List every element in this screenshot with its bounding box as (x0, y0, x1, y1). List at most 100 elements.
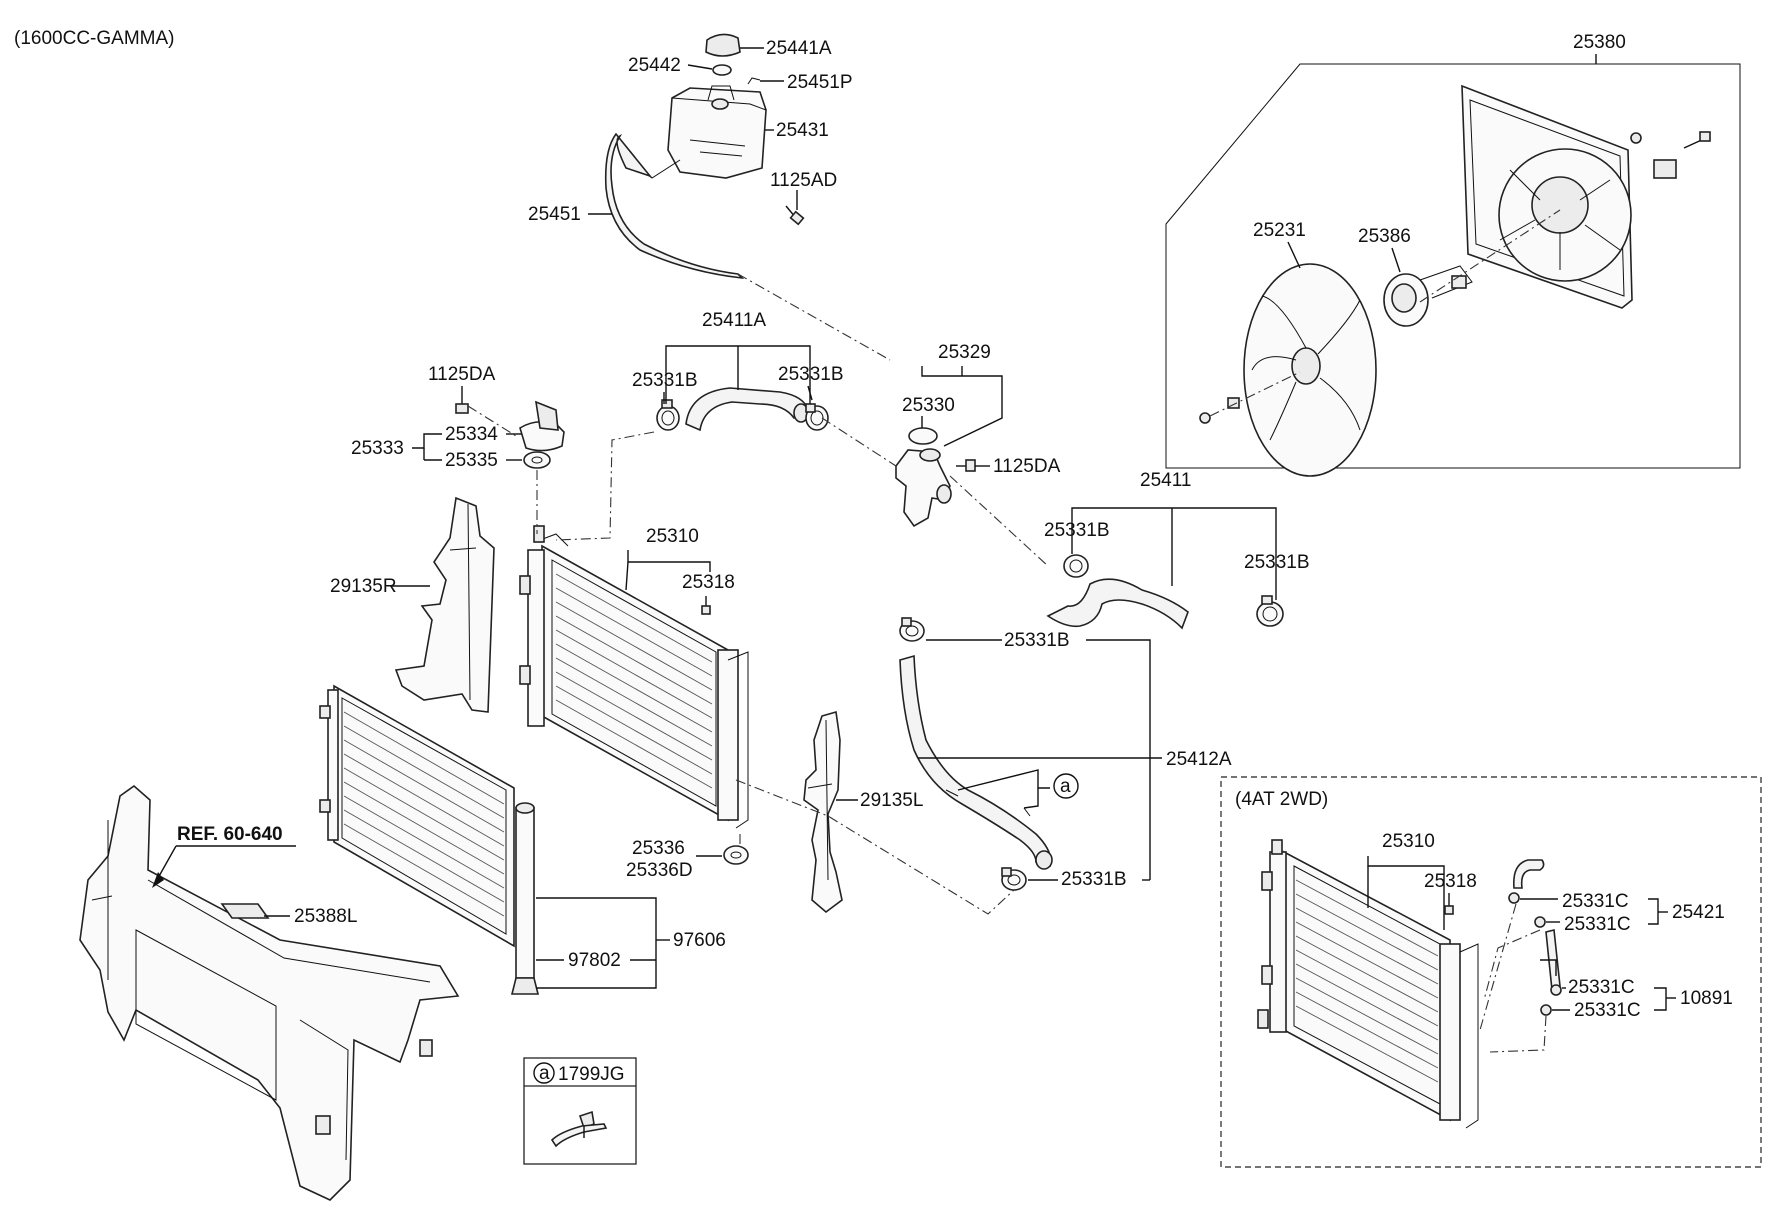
ref-label: REF. 60-640 (177, 824, 283, 845)
label-25442: 25442 (628, 55, 681, 76)
radiator-hose-25412A[interactable] (899, 654, 1052, 867)
bolt-1125DA-left[interactable] (455, 398, 469, 414)
label-25331B-right: 25331B (778, 364, 844, 385)
air-guard-29135L[interactable] (803, 710, 843, 914)
callout-box-1799JG: a 1799JG (523, 1057, 637, 1165)
shroud-grommet[interactable] (1630, 132, 1642, 144)
reservoir-cap-25441A[interactable] (705, 33, 741, 57)
radiator-4at[interactable] (1257, 839, 1479, 1129)
radiator-core-fins (555, 573, 713, 789)
label-25336: 25336 (632, 838, 685, 859)
radiator-hose-group (899, 617, 1053, 891)
label-25333: 25333 (351, 438, 404, 459)
label-97606: 97606 (673, 930, 726, 951)
callout-box-part: 1799JG (558, 1064, 625, 1085)
bolt-1125AD[interactable] (785, 205, 805, 226)
cushion-25336[interactable] (723, 845, 749, 865)
label-25334: 25334 (445, 424, 498, 445)
mount-bracket-group (455, 398, 565, 469)
water-outlet-25329 (895, 427, 976, 528)
callout-box-marker-text: a (539, 1063, 550, 1084)
drain-plug-25318[interactable] (701, 596, 711, 615)
label-25451: 25451 (528, 204, 581, 225)
callout-marker-a-text: a (1060, 776, 1071, 797)
condenser-core-fins (343, 711, 505, 917)
label-1125AD: 1125AD (770, 170, 837, 191)
label-1125DA-left: 1125DA (428, 364, 496, 385)
insulator-25335[interactable] (523, 451, 551, 469)
fan-nut[interactable] (1199, 412, 1211, 424)
variant-label-25421: 25421 (1672, 902, 1725, 923)
clip-25451P[interactable] (747, 77, 761, 85)
overflow-hose-25451[interactable] (604, 132, 745, 280)
label-25331B-b: 25331B (1244, 552, 1310, 573)
label-25329: 25329 (938, 342, 991, 363)
label-25451P: 25451P (787, 72, 853, 93)
reservoir-tank-group (604, 33, 805, 280)
label-25231: 25231 (1253, 220, 1306, 241)
label-25331B-a: 25331B (1044, 520, 1110, 541)
engine-title: (1600CC-GAMMA) (14, 28, 174, 49)
label-25331B-d: 25331B (1061, 869, 1127, 890)
callout-marker-a (1053, 773, 1079, 799)
variant-label-25331C-1: 25331C (1562, 891, 1629, 912)
condenser-97606[interactable] (319, 684, 540, 995)
label-25388L: 25388L (294, 906, 357, 927)
fan-assembly-group (1165, 63, 1741, 477)
label-25412A: 25412A (1166, 749, 1232, 770)
label-29135L: 29135L (860, 790, 923, 811)
fan-washer[interactable] (1227, 397, 1240, 409)
drier-cap[interactable] (510, 977, 540, 995)
upper-hose-25411A[interactable] (685, 387, 809, 432)
label-25386: 25386 (1358, 226, 1411, 247)
variant-title: (4AT 2WD) (1235, 789, 1328, 810)
label-25331B-c: 25331B (1004, 630, 1070, 651)
variant-clamp-25331C[interactable] (1508, 892, 1520, 904)
label-25331B-left: 25331B (632, 370, 698, 391)
hose-clamp-25331B[interactable] (1001, 867, 1027, 891)
receiver-drier-97802[interactable] (515, 807, 535, 979)
label-25411A: 25411A (702, 310, 766, 331)
hose-clamp-25331B[interactable] (1256, 595, 1284, 627)
atf-hose-25421[interactable] (1512, 859, 1545, 889)
bolt-1125DA-right[interactable] (956, 459, 976, 472)
fan-motor-25386[interactable] (1383, 265, 1473, 327)
variant-clamp-25331C[interactable] (1540, 1004, 1552, 1016)
fan-assembly-outline (1165, 63, 1741, 469)
label-25336D: 25336D (626, 860, 693, 881)
filler-cap-25330[interactable] (908, 427, 938, 445)
lower-hose-25411[interactable] (1046, 578, 1189, 630)
variant-label-25331C-4: 25331C (1574, 1000, 1641, 1021)
hose-clamp-25331B[interactable] (899, 617, 925, 642)
label-97802: 97802 (568, 950, 621, 971)
variant-label-25331C-3: 25331C (1568, 977, 1635, 998)
variant-drain-plug-25318[interactable] (1444, 893, 1454, 915)
variant-label-25318: 25318 (1424, 871, 1477, 892)
label-25310: 25310 (646, 526, 699, 547)
front-end-carrier[interactable] (79, 784, 460, 1201)
label-sticker-25388L[interactable] (220, 903, 270, 919)
label-25335: 25335 (445, 450, 498, 471)
variant-label-25331C-2: 25331C (1564, 914, 1631, 935)
hose-clamp-25331B[interactable] (656, 399, 680, 431)
variant-clamp-25331C[interactable] (1534, 916, 1546, 928)
o-ring-25442[interactable] (712, 64, 732, 76)
variant-clamp-25331C[interactable] (1550, 984, 1562, 996)
label-25431: 25431 (776, 120, 829, 141)
label-25380: 25380 (1573, 32, 1626, 53)
lower-hose-group (1046, 554, 1284, 630)
air-guard-29135R[interactable] (394, 496, 495, 713)
connection-lines (467, 273, 1049, 915)
fan-blade-25231[interactable] (1243, 263, 1377, 477)
upper-hose-group (656, 387, 829, 432)
hose-clip-1799JG[interactable] (550, 1110, 608, 1148)
hose-clamp-25331B[interactable] (805, 403, 829, 431)
shroud-bolt[interactable] (1683, 131, 1711, 149)
label-25411: 25411 (1140, 470, 1191, 491)
label-29135R: 29135R (330, 576, 397, 597)
label-1125DA-right: 1125DA (993, 456, 1061, 477)
shroud-connector[interactable] (1653, 159, 1677, 179)
hose-clamp-25331B[interactable] (1063, 554, 1089, 578)
radiator-25310[interactable] (519, 525, 749, 829)
